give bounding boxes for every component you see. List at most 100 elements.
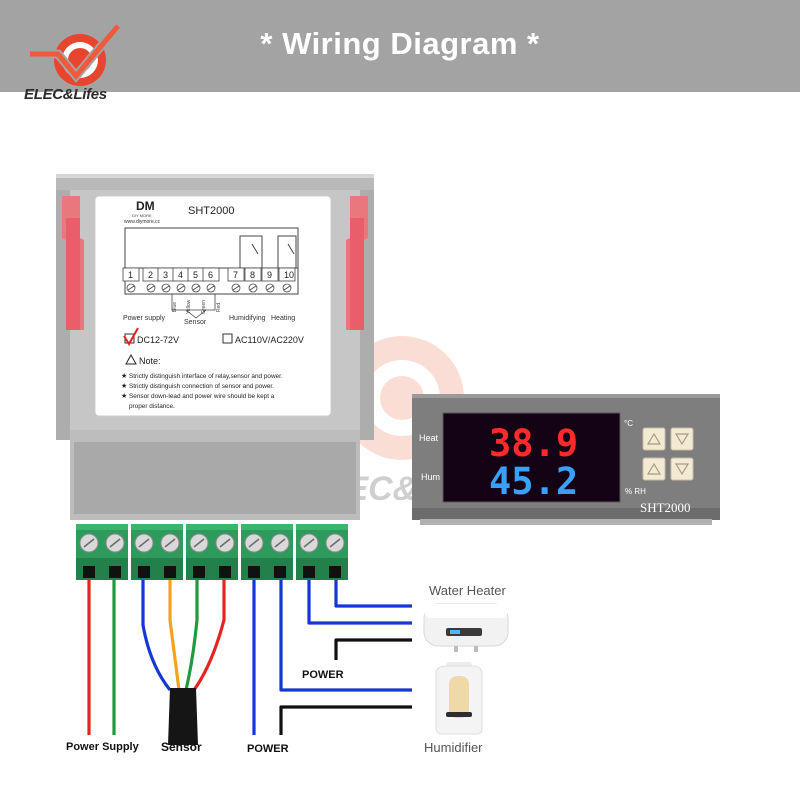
terminal-screw-slot [164,538,176,548]
label-panel [94,195,332,417]
label-screw-slot [162,285,170,291]
note-bullet-1: ★ [121,372,127,380]
page-title: * Wiring Diagram * [260,26,540,61]
controller-model: SHT2000 [640,500,691,515]
triangle-up-icon [646,432,662,445]
label-group-heating: Heating [271,315,295,322]
label-model: SHT2000 [188,205,234,217]
terminal-socket [109,566,121,578]
sensor-cable [168,688,198,745]
label-wire-color-green: Green [201,300,207,314]
humidity-readout: 45.2 [489,460,578,503]
terminal-socket [248,566,260,578]
terminal-socket [164,566,176,578]
label-screw-slot [177,285,185,291]
checkbox-ac [222,333,233,344]
terminal-screw-slot [193,538,205,548]
label-brand-logo: DM [136,199,155,213]
display-window [442,412,621,503]
brand-name: ELEC&Lifes [24,86,107,103]
warning-icon [125,353,137,365]
label-screw-slot [232,285,240,291]
label-terminal-number: 3 [163,270,168,280]
label-power-left: POWER [247,743,289,755]
terminal-screw-slot [219,538,231,548]
terminal-block-top [76,524,128,530]
terminal-screw-slot [329,538,341,548]
label-terminal-number: 5 [193,270,198,280]
display-label-heat: Heat [419,433,439,443]
terminal-block-top [131,524,183,530]
label-terminal-number: 7 [233,270,238,280]
note-line-4: proper distance. [129,403,175,410]
label-terminal-box [202,267,220,282]
label-wire-color-red: Red [216,303,222,312]
note-bullet-2: ★ [121,382,127,390]
label-terminal-box [122,267,140,282]
terminal-screw-slot [248,538,260,548]
label-voltage-ac: AC110V/AC220V [235,335,304,345]
device-label-humidifier: Humidifier [424,740,483,755]
wire-heater-blue-a [307,580,412,625]
header-bar: * Wiring Diagram * [0,0,800,92]
label-power-right: POWER [302,669,344,681]
terminal-socket [193,566,205,578]
wire-sensor-green [184,580,199,691]
note-bullet-3: ★ [121,392,127,400]
terminal-socket [83,566,95,578]
label-group-humidifying: Humidifying [229,315,266,322]
down-button-bottom[interactable] [670,457,694,481]
down-button-right[interactable] [670,427,694,451]
terminal-screw-slot [109,538,121,548]
terminal-socket [303,566,315,578]
label-screw-slot [266,285,274,291]
wire-sensor-blue [141,580,172,691]
triangle-down-icon [674,463,690,476]
note-line-2: Strictly distinguish connection of senso… [129,383,274,390]
label-brand-sub: DIY MORE [132,213,152,218]
unit-rh: % RH [625,487,646,496]
terminal-screw-slot [274,538,286,548]
label-screw-slot [147,285,155,291]
terminal-screw-slot [303,538,315,548]
label-terminal-number: 9 [267,270,272,280]
label-screw-slot [249,285,257,291]
humidifier-icon [435,662,483,735]
terminal-blocks [76,524,348,580]
up-button-left[interactable] [642,427,666,451]
terminal-block-top [241,524,293,530]
water-heater-icon [423,603,509,652]
terminal-socket [138,566,150,578]
note-line-1: Strictly distinguish interface of relay,… [129,373,283,380]
terminal-screw-slot [138,538,150,548]
wire-heater-blue-b [334,580,412,608]
terminal-screw-slot [83,538,95,548]
up-button-bottom[interactable] [642,457,666,481]
label-terminal-box [261,267,279,282]
label-terminal-number: 8 [250,270,255,280]
terminal-socket [219,566,231,578]
label-terminal-box [278,267,296,282]
label-sensor: Sensor [161,740,202,754]
label-screw-slot [192,285,200,291]
label-terminal-number: 2 [148,270,153,280]
label-screw-slot [127,285,135,291]
wire-sensor-yellow [168,580,181,691]
label-terminal-box [244,267,262,282]
wire-heater-black [334,638,412,660]
label-terminal-number: 6 [208,270,213,280]
wire-sensor-red [192,580,226,691]
display-label-hum: Hum [421,472,440,482]
label-group-sensor: Sensor [184,319,207,326]
label-voltage-dc: DC12-72V [137,335,179,345]
note-line-3: Sensor down-lead and power wire should b… [129,393,275,400]
device-label-water-heater: Water Heater [429,583,506,598]
wire-humidifier-black [279,705,412,735]
triangle-down-icon [674,433,690,446]
terminal-socket [274,566,286,578]
label-group-power: Power supply [123,315,166,322]
label-wire-color-blue: Blue [172,302,178,312]
brand-logo-icon [30,23,122,86]
